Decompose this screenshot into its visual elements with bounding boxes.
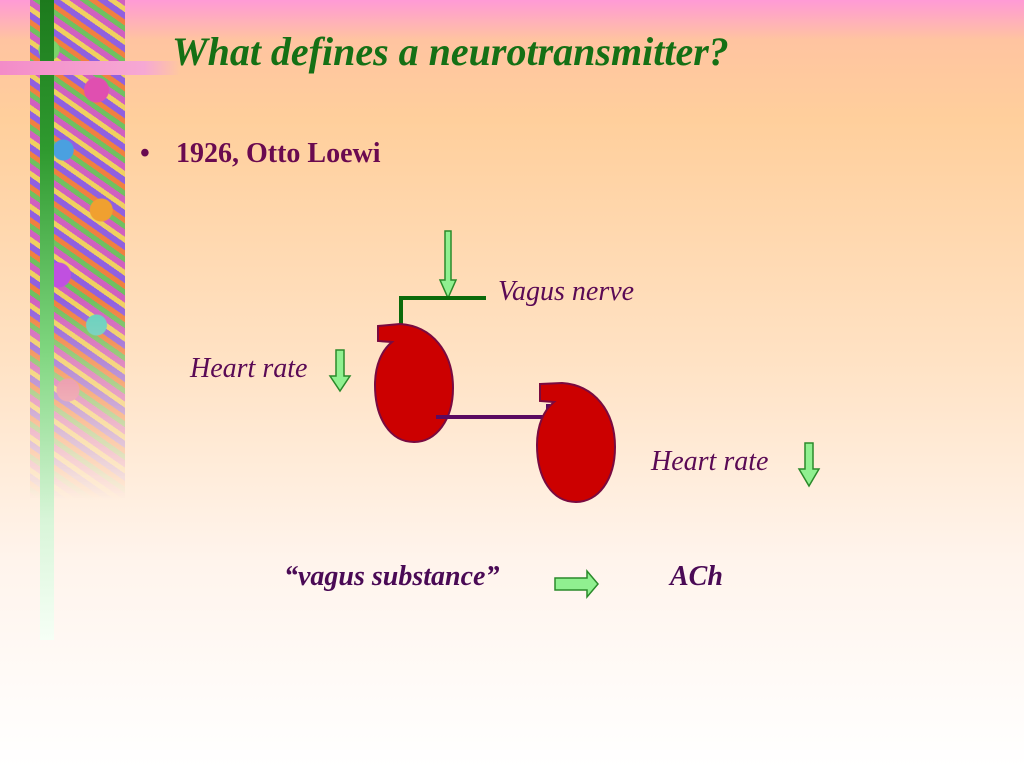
bullet-text: 1926, Otto Loewi [176,138,381,169]
heart-rate-down-arrow-icon [328,349,352,393]
heart-rate-label: Heart rate [190,353,308,384]
heart-rate-down-arrow-icon [797,442,821,488]
bullet-item: • 1926, Otto Loewi [140,138,381,170]
vagus-substance-label: “vagus substance” [284,561,500,592]
decorative-horizontal-bar [0,61,180,75]
bullet-marker: • [140,138,150,169]
right-arrow-icon [554,568,599,600]
heart-rate-label: Heart rate [651,446,769,477]
vagus-nerve-label: Vagus nerve [498,276,635,307]
recipient-heart-shape [535,381,617,504]
vagus-nerve-line [399,296,486,330]
slide-title: What defines a neurotransmitter? [172,29,729,74]
donor-heart-shape [373,322,455,444]
perfusion-connector-line [436,404,550,419]
ach-label: ACh [670,561,723,592]
stimulus-down-arrow-icon [438,230,458,300]
decorative-vertical-bar [40,0,54,640]
